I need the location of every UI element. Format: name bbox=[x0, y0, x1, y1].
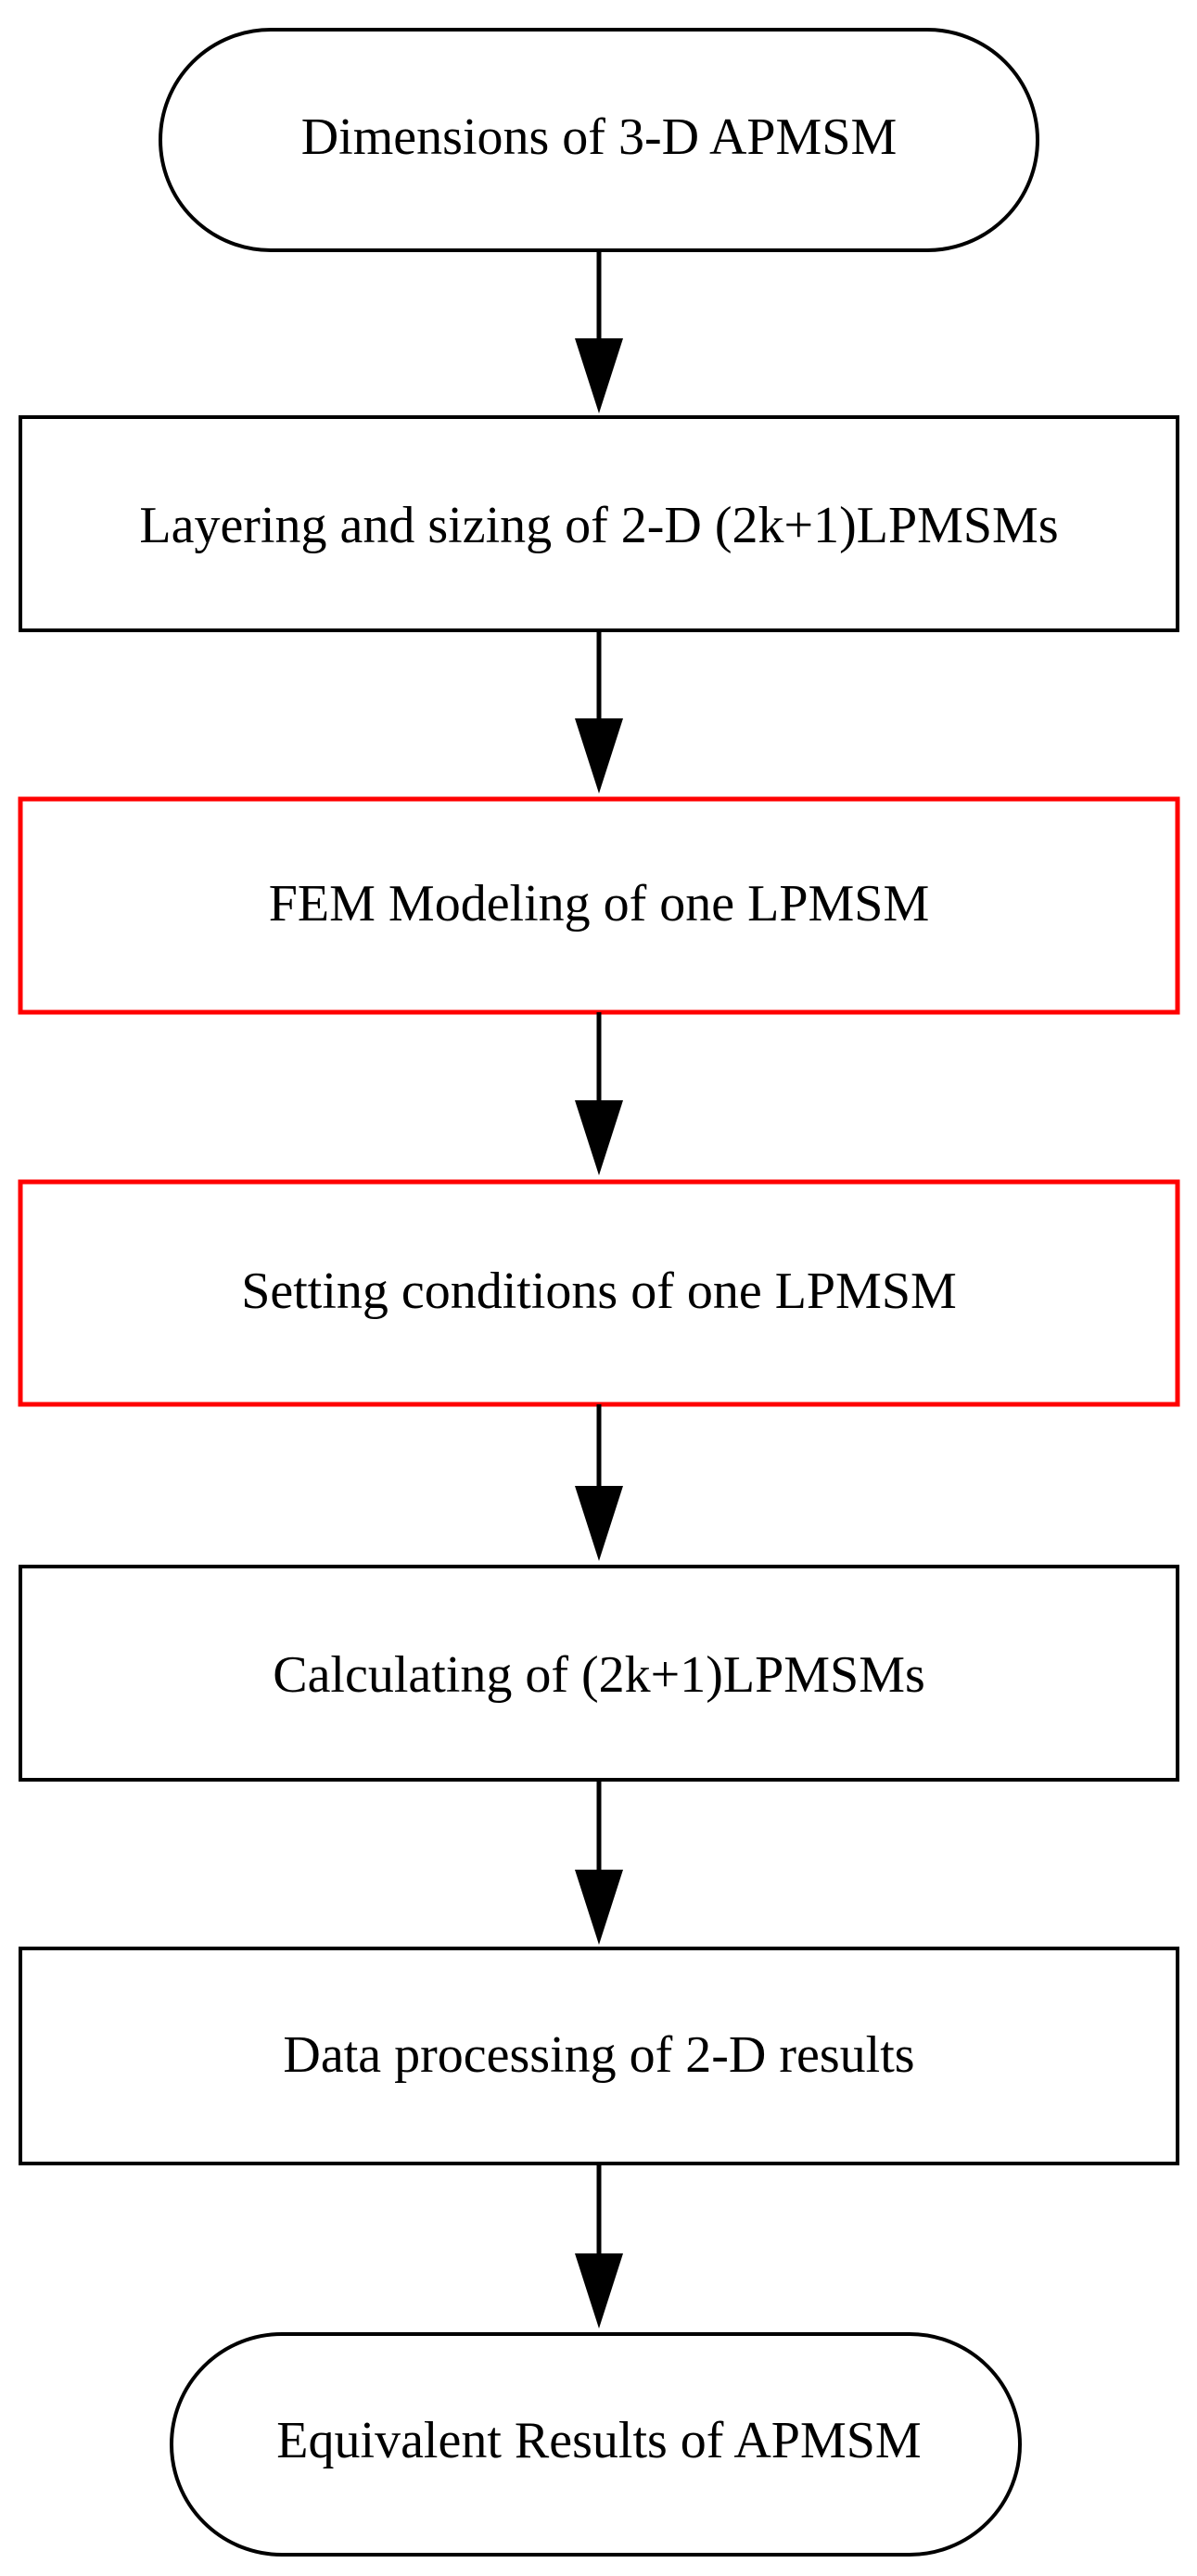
end-terminal-label: Equivalent Results of APMSM bbox=[276, 2412, 921, 2469]
setting-conditions-box bbox=[18, 1179, 1180, 1407]
end-terminal-shape bbox=[170, 2332, 1022, 2557]
arrow-1 bbox=[575, 250, 623, 413]
arrow-4 bbox=[575, 1404, 623, 1561]
calculating-label: Calculating of (2k+1)LPMSMs bbox=[273, 1646, 925, 1704]
arrow-2 bbox=[575, 630, 623, 793]
arrow-3 bbox=[575, 1012, 623, 1175]
setting-conditions-label: Setting conditions of one LPMSM bbox=[241, 1263, 957, 1320]
data-processing-box bbox=[19, 1947, 1179, 2165]
data-processing-label: Data processing of 2-D results bbox=[283, 2026, 914, 2084]
arrow-6 bbox=[575, 2164, 623, 2329]
calculating-box bbox=[19, 1565, 1179, 1782]
layering-sizing-box bbox=[19, 415, 1179, 632]
fem-modeling-label: FEM Modeling of one LPMSM bbox=[269, 875, 930, 933]
start-terminal-label: Dimensions of 3-D APMSM bbox=[301, 108, 898, 166]
arrow-5 bbox=[575, 1780, 623, 1945]
layering-sizing-label: Layering and sizing of 2-D (2k+1)LPMSMs bbox=[139, 497, 1058, 554]
